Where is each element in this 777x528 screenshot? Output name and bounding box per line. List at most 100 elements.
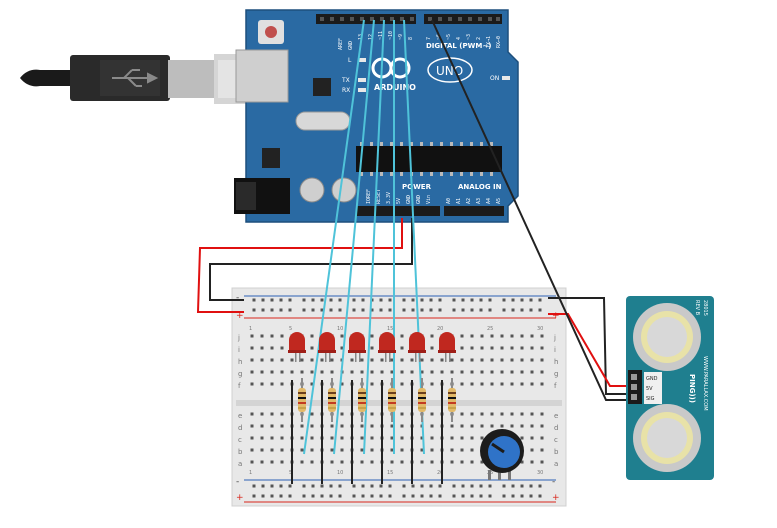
hole [450, 436, 454, 440]
hole [260, 370, 264, 374]
pin-label: 12 [368, 34, 374, 40]
microcontroller-chip [356, 146, 502, 172]
hole [370, 358, 374, 362]
hole [310, 334, 314, 338]
rail-hole [470, 298, 474, 302]
rail-hole [279, 494, 283, 498]
hole [340, 334, 344, 338]
hole [260, 424, 264, 428]
rail-hole [361, 494, 365, 498]
usb-jack [235, 49, 289, 103]
hole [340, 382, 344, 386]
hole [400, 412, 404, 416]
hole [280, 370, 284, 374]
rail-hole [479, 494, 483, 498]
hole [360, 460, 364, 464]
rail-hole [502, 298, 506, 302]
hole [450, 448, 454, 452]
potentiometer[interactable] [480, 429, 524, 480]
hole [460, 412, 464, 416]
usb-icon [112, 69, 159, 87]
hole [510, 424, 514, 428]
pin-label: ~3 [466, 34, 472, 40]
hole [340, 346, 344, 350]
hole [430, 412, 434, 416]
rail-hole [529, 484, 533, 488]
hole [380, 358, 384, 362]
row-label: f [554, 382, 557, 390]
hole [330, 460, 334, 464]
rail-hole [520, 494, 524, 498]
pin-label: IOREF [366, 189, 372, 204]
led [318, 332, 336, 362]
hole [270, 334, 274, 338]
rail-hole [402, 494, 406, 498]
hole [470, 424, 474, 428]
hole [340, 424, 344, 428]
rail-hole [511, 494, 515, 498]
hole [280, 334, 284, 338]
rail-hole [352, 494, 356, 498]
hole [530, 412, 534, 416]
hole [470, 382, 474, 386]
hole [320, 358, 324, 362]
hole [300, 448, 304, 452]
hole [430, 448, 434, 452]
rail-minus: - [236, 477, 239, 487]
hole [530, 346, 534, 350]
rail-hole [438, 308, 442, 312]
hole [270, 460, 274, 464]
rail-hole [320, 484, 324, 488]
led [408, 332, 426, 362]
row-label: j [553, 334, 556, 342]
rail-hole [429, 494, 433, 498]
hole [530, 334, 534, 338]
breadboard: - + - + - + - + j i h g f e d c b a j i … [231, 287, 567, 507]
rail-hole [270, 484, 274, 488]
row-label: i [238, 346, 240, 354]
wire-signal [303, 19, 365, 455]
arduino-board: L TX RX ON ARDUINO UNO DIGITAL (PWM~) AR… [234, 9, 519, 223]
row-label: e [238, 412, 242, 420]
hole [330, 370, 334, 374]
rail-hole [279, 308, 283, 312]
rail-hole [438, 484, 442, 488]
hole [430, 370, 434, 374]
rail-hole [488, 298, 492, 302]
hole [400, 460, 404, 464]
hole [460, 424, 464, 428]
rail-hole [261, 308, 265, 312]
hole [430, 334, 434, 338]
hole [290, 370, 294, 374]
rail-hole [529, 298, 533, 302]
wire-signal [363, 19, 385, 455]
rail-hole [270, 494, 274, 498]
hole [310, 448, 314, 452]
hole [280, 424, 284, 428]
hole [260, 448, 264, 452]
hole [460, 370, 464, 374]
hole [290, 358, 294, 362]
led-label-l: L [348, 57, 352, 64]
hole [540, 370, 544, 374]
resistor [298, 378, 306, 422]
sensor-pin-label: GND [646, 376, 658, 382]
led [378, 332, 396, 362]
led-label-rx: RX [342, 87, 350, 94]
hole [450, 358, 454, 362]
hole [530, 424, 534, 428]
hole [260, 358, 264, 362]
power-header [356, 206, 440, 216]
hole [260, 436, 264, 440]
rail-hole [461, 494, 465, 498]
hole [490, 358, 494, 362]
hole [370, 424, 374, 428]
rail-hole [452, 298, 456, 302]
rail-hole [402, 308, 406, 312]
row-label: e [554, 412, 558, 420]
hole [470, 460, 474, 464]
hole [500, 334, 504, 338]
column-label: 1 [249, 470, 252, 476]
rail-hole [252, 484, 256, 488]
rail-hole [370, 494, 374, 498]
